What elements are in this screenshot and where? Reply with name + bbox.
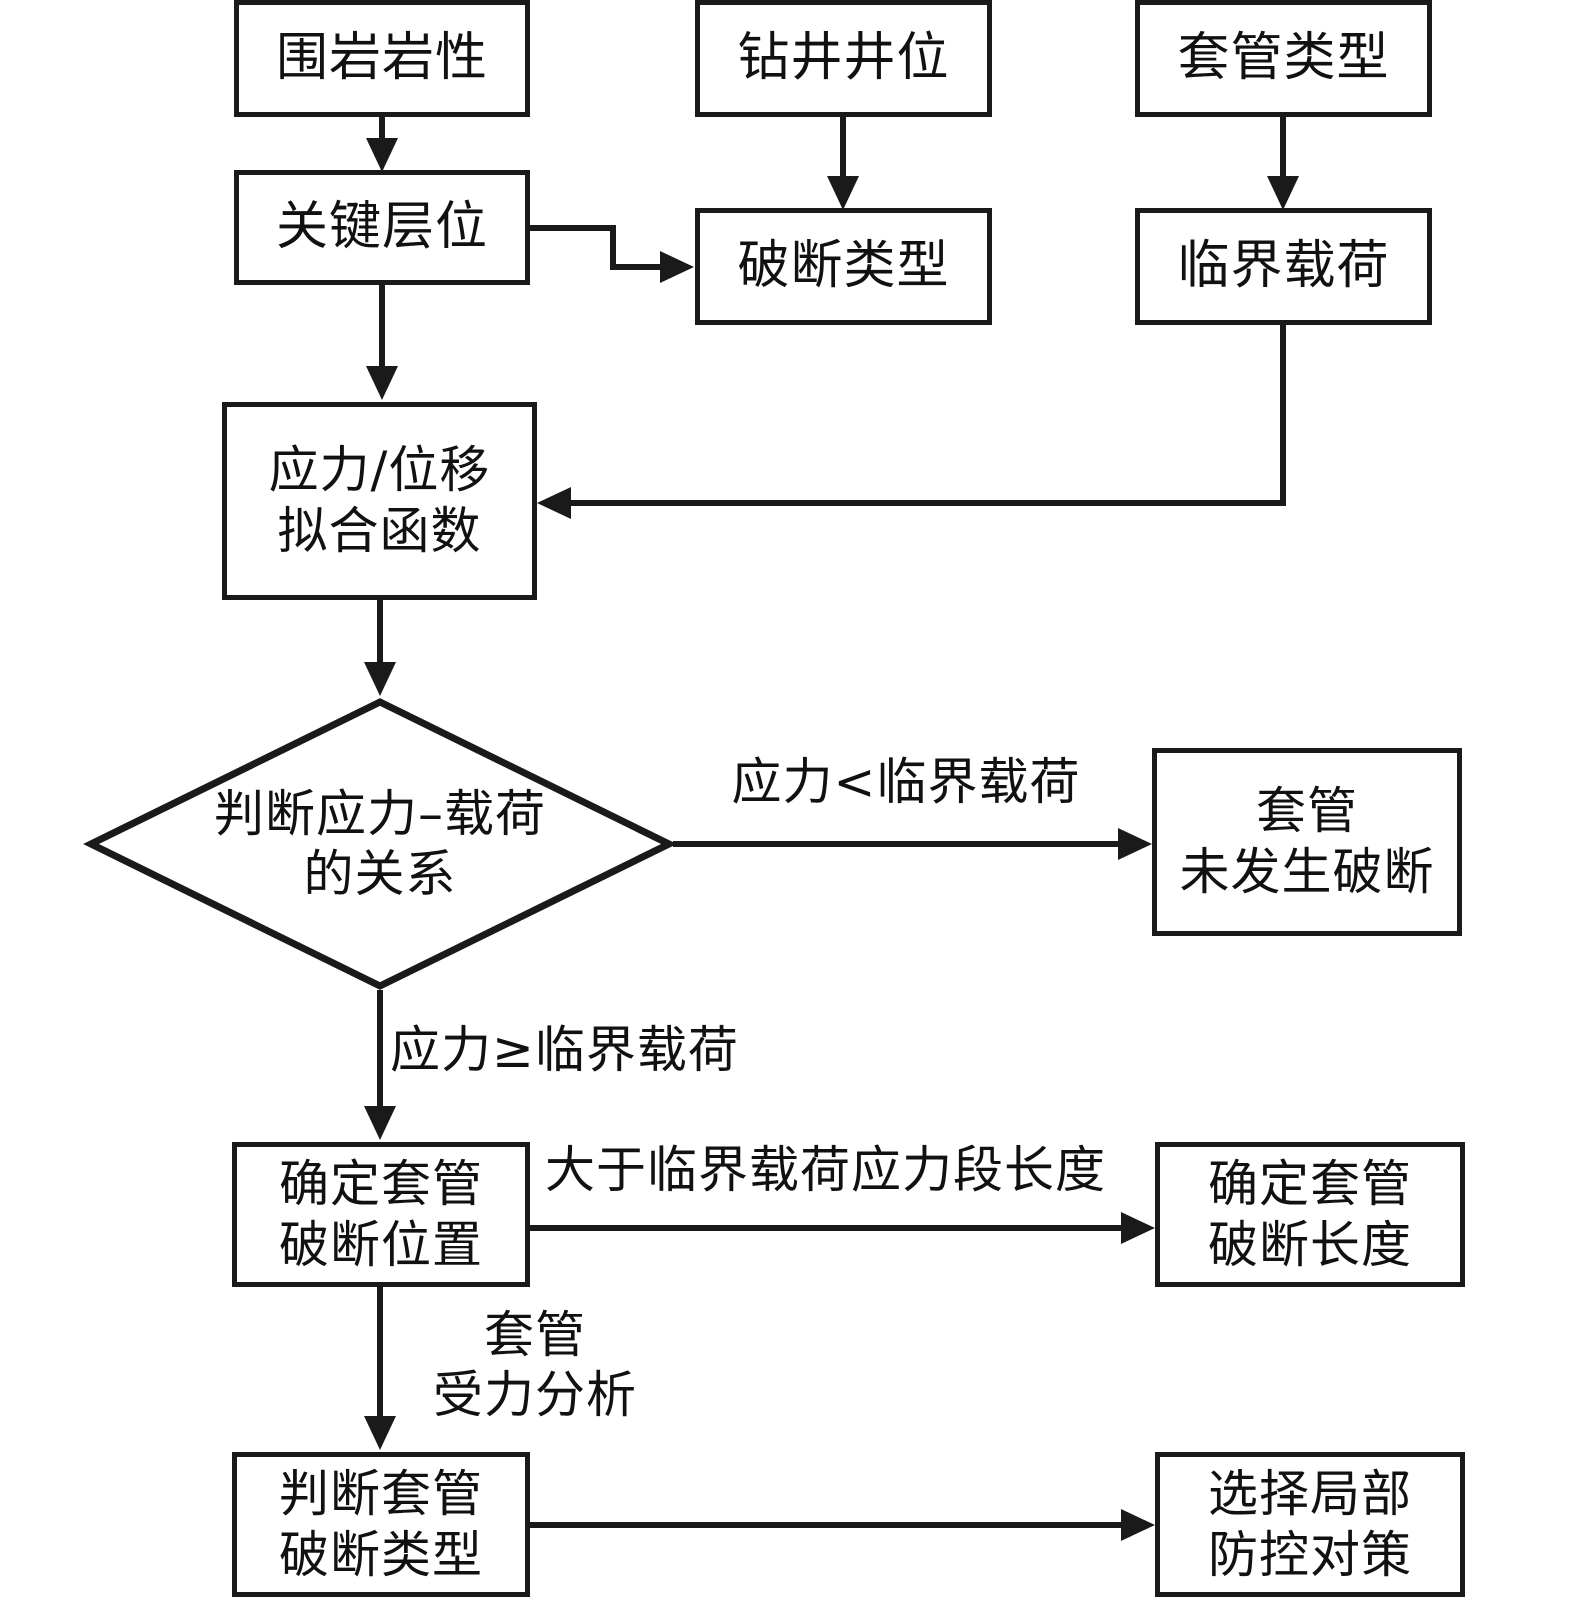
edge-position-to-fracture-type-decision [364,1287,396,1450]
edge-fit-function-to-decision [364,600,396,696]
node-select-local-control-measures[interactable]: 选择局部 防控对策 [1155,1452,1465,1597]
node-rock-lithology[interactable]: 围岩岩性 [234,0,530,117]
node-drilling-well-position[interactable]: 钻井井位 [695,0,992,117]
edge-position-to-length [530,1212,1155,1244]
arrowhead [364,1106,396,1140]
arrowhead [364,1416,396,1450]
edge-label-length-over-critical-load-segment: 大于临界载荷应力段长度 [545,1141,1106,1199]
edge-rock-to-key [366,117,398,172]
arrowhead [1121,1509,1155,1541]
node-judge-fracture-type[interactable]: 判断套管 破断类型 [232,1452,530,1597]
node-stress-displacement-fit-function[interactable]: 应力/位移 拟合函数 [222,402,537,600]
arrowhead [660,251,694,283]
edge-key-to-fracture-type [530,225,694,283]
edge-key-to-fit-function [366,285,398,400]
node-key-stratum[interactable]: 关键层位 [234,170,530,285]
node-stress-load-relation-decision[interactable]: 判断应力–载荷 的关系 [83,698,677,990]
arrowhead [366,138,398,172]
edge-casing-to-critical-load [1267,117,1299,210]
edge-well-to-fracture-type [827,117,859,210]
edge-decision-to-fracture-position [364,990,396,1140]
node-determine-fracture-position[interactable]: 确定套管 破断位置 [232,1142,530,1287]
node-casing-type[interactable]: 套管类型 [1135,0,1432,117]
arrowhead [1121,1212,1155,1244]
edge-critical-load-to-fit-function [537,325,1286,519]
edge-label-stress-less-than-critical-load: 应力<临界载荷 [731,753,1081,811]
edge-fracture-type-to-control-measures [530,1509,1155,1541]
arrowhead [366,366,398,400]
node-determine-fracture-length[interactable]: 确定套管 破断长度 [1155,1142,1465,1287]
node-casing-not-fractured[interactable]: 套管 未发生破断 [1152,748,1462,936]
diamond-shape [83,698,677,990]
node-critical-load[interactable]: 临界载荷 [1135,208,1432,325]
edge-elbow [530,225,662,270]
arrowhead [1118,828,1152,860]
arrowhead [364,662,396,696]
edge-label-stress-ge-critical-load: 应力≥临界载荷 [390,1021,739,1079]
arrowhead [1267,176,1299,210]
edge-elbow [570,325,1286,506]
arrowhead [827,176,859,210]
edge-label-casing-stress-analysis: 套管 受力分析 [433,1306,637,1424]
node-fracture-type[interactable]: 破断类型 [695,208,992,325]
arrowhead [537,487,571,519]
edge-decision-to-no-fracture [673,828,1152,860]
